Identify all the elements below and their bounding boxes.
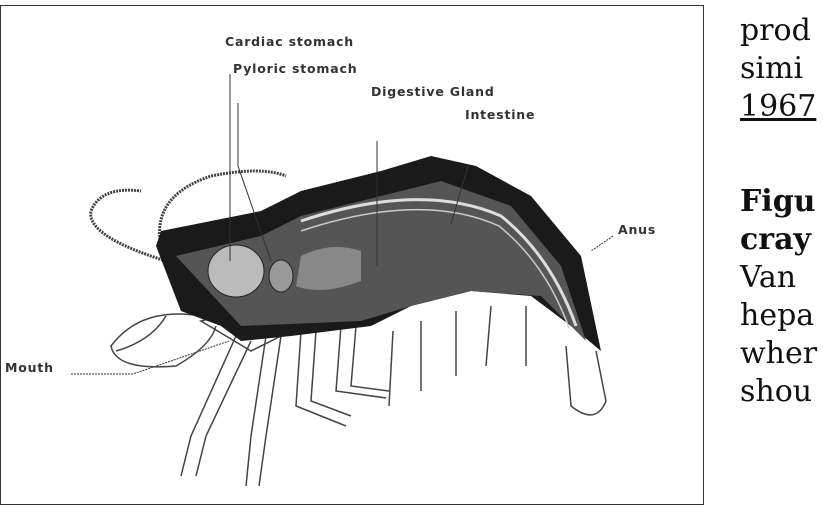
figure-caption-title: Figu <box>740 184 816 219</box>
text-line: Van <box>740 260 797 295</box>
citation-link[interactable]: 1967 <box>740 89 817 124</box>
label-digestive-gland: Digestive Gland <box>371 84 495 99</box>
label-mouth: Mouth <box>5 360 54 375</box>
label-cardiac-stomach: Cardiac stomach <box>225 34 354 49</box>
figure-caption-title: cray <box>740 222 811 257</box>
label-intestine: Intestine <box>465 107 536 122</box>
text-line: prod <box>740 13 811 48</box>
text-line: shou <box>740 374 813 409</box>
label-anus: Anus <box>618 222 657 237</box>
text-line: hepa <box>740 298 815 333</box>
crayfish-illustration <box>71 74 614 487</box>
text-line: simi <box>740 51 804 86</box>
body-text-column: prod simi 1967 Figu cray Van hepa wher s… <box>740 12 817 411</box>
label-pyloric-stomach: Pyloric stomach <box>233 61 358 76</box>
text-line: wher <box>740 336 818 371</box>
crayfish-digestive-system-figure: Cardiac stomach Pyloric stomach Digestiv… <box>0 5 704 505</box>
